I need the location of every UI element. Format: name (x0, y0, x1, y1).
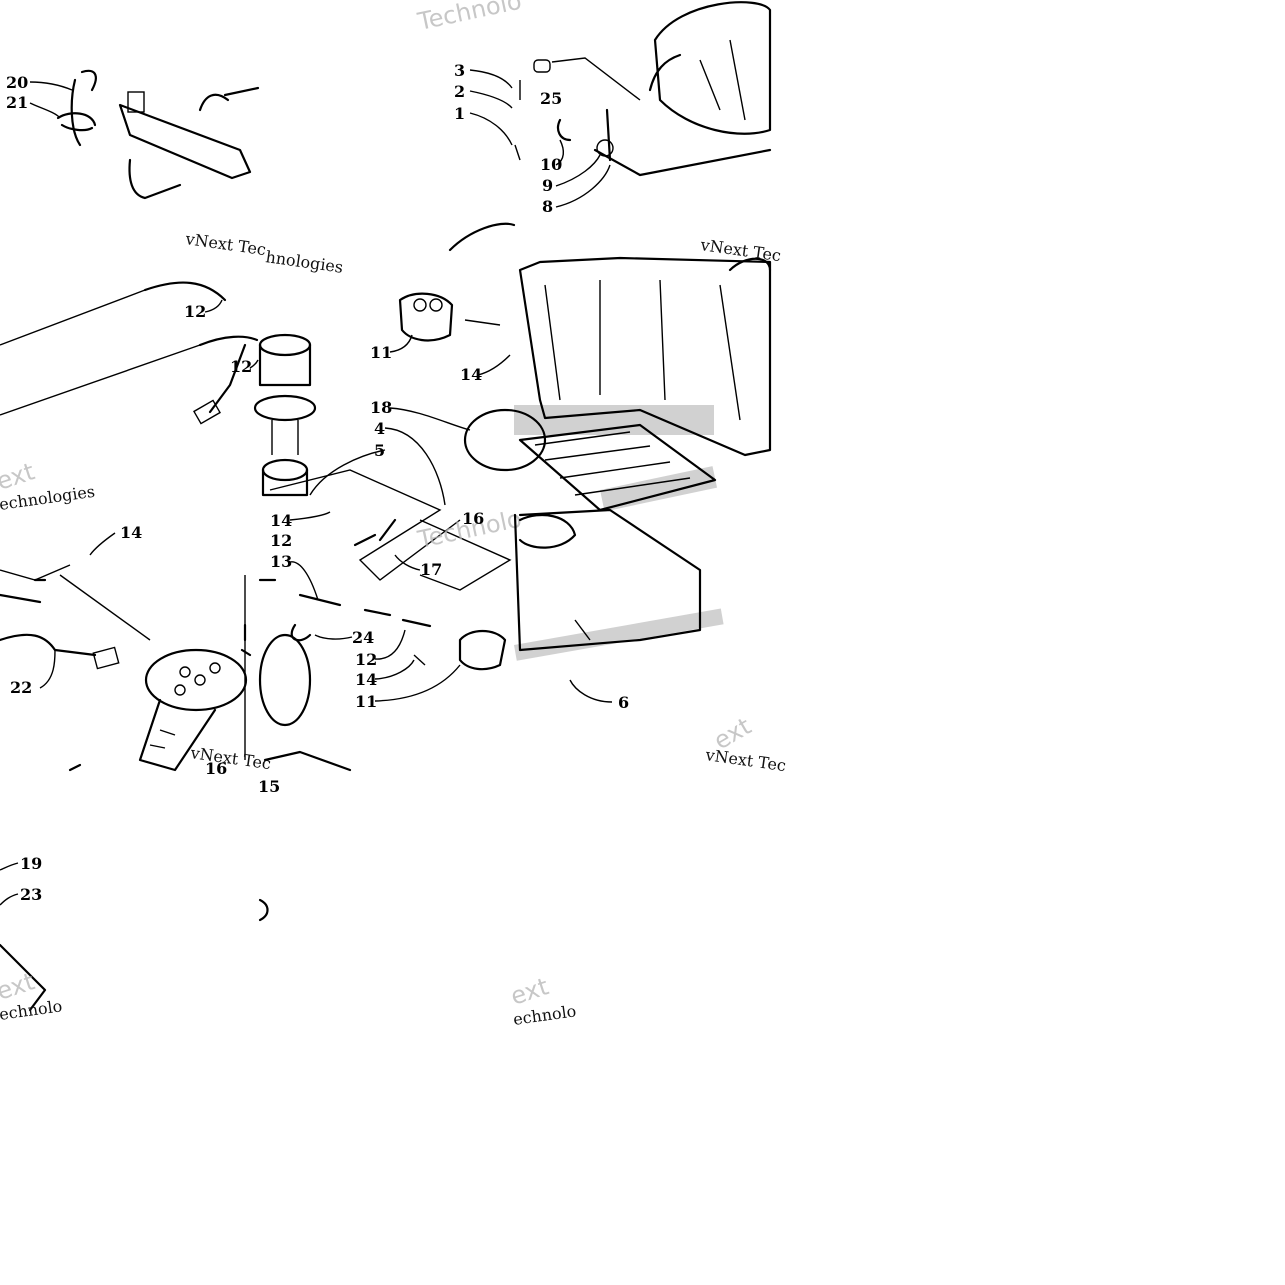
callout-14: 14 (270, 511, 292, 530)
callout-3: 3 (454, 61, 465, 80)
tile-fuel-pump: Technolo hnologies (253, 247, 547, 922)
callout-14: 14 (355, 670, 377, 689)
callout-12: 12 (270, 531, 292, 550)
tile-long-hoses: ext echnologies (0, 281, 259, 514)
tile-tank: vNext Tec ext (513, 256, 787, 775)
callout-16: 16 (462, 509, 484, 528)
callout-5: 5 (374, 441, 385, 460)
watermark-fragment: vNext Tec (183, 229, 267, 259)
callout-12: 12 (184, 302, 206, 321)
callout-20: 20 (6, 73, 28, 92)
callout-16: 16 (205, 759, 227, 778)
callout-14: 14 (120, 523, 142, 542)
callout-6: 6 (618, 693, 629, 712)
callout-8: 8 (542, 197, 553, 216)
callout-1: 1 (454, 104, 465, 123)
callout-19: 19 (20, 854, 42, 873)
callout-12: 12 (230, 357, 252, 376)
callout-4: 4 (374, 419, 385, 438)
callout-11: 11 (355, 692, 377, 711)
callout-22: 22 (10, 678, 32, 697)
callout-13: 13 (270, 552, 292, 571)
callout-2: 2 (454, 82, 465, 101)
callout-17: 17 (420, 560, 442, 579)
callout-21: 21 (6, 93, 28, 112)
callout-18: 18 (370, 398, 392, 417)
leader-lines (0, 69, 613, 906)
part-callouts: 20 21 3 2 1 25 10 9 8 12 12 11 14 18 4 5… (6, 61, 629, 904)
callout-10: 10 (540, 155, 562, 174)
watermark-fragment: Technolo (414, 0, 524, 36)
callout-12: 12 (355, 650, 377, 669)
callout-11: 11 (370, 343, 392, 362)
watermark-fragment: hnologies (264, 247, 344, 277)
callout-15: 15 (258, 777, 280, 796)
callout-14: 14 (460, 365, 482, 384)
callout-24: 24 (352, 628, 374, 647)
watermark-fragment: vNext Tec (703, 745, 787, 775)
callout-9: 9 (542, 176, 553, 195)
callout-23: 23 (20, 885, 42, 904)
callout-25: 25 (540, 89, 562, 108)
watermark-fragment: vNext Tec (188, 743, 272, 773)
tile-fuel-valve: vNext Tec Technolo (56, 0, 524, 259)
tile-tank-top: vNext Tec (448, 1, 782, 265)
